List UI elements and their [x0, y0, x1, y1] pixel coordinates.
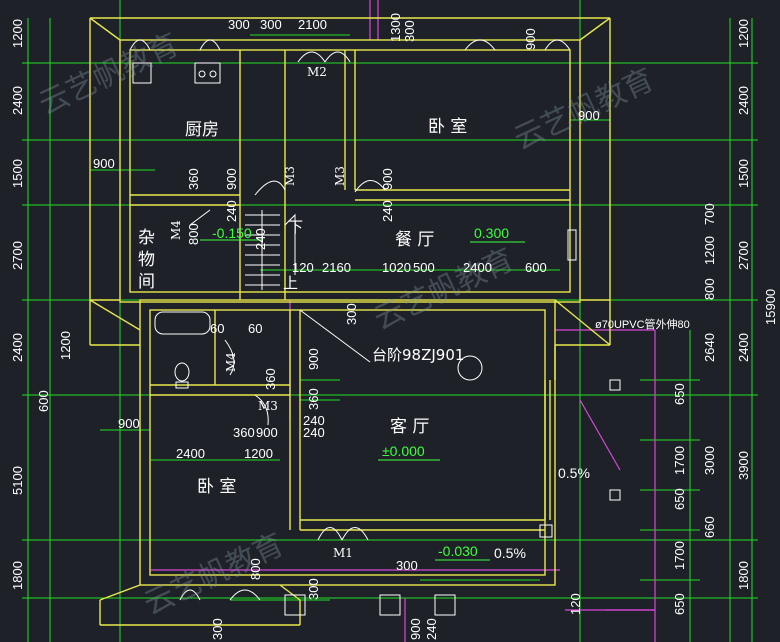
dim-right-1: 1200 [736, 19, 751, 48]
dim-right-inner-2: 1200 [702, 236, 717, 265]
dim-right-3: 1500 [736, 159, 751, 188]
door-m3-a: M3 [283, 166, 297, 186]
dim-360-b: 360 [263, 368, 278, 390]
stair-up-label: 上 [283, 274, 298, 292]
dim-900-l2: 900 [118, 416, 140, 431]
dim-right-4: 2700 [736, 241, 751, 270]
dim-left-7: 5100 [10, 466, 25, 495]
room-dining: 餐 厅 [395, 230, 434, 250]
dim-900-top: 900 [523, 28, 538, 50]
dim-240-b: 240 [380, 200, 395, 222]
level-living: ±0.000 [382, 443, 425, 459]
dim-1200-l: 1200 [58, 331, 73, 360]
slope-right: 0.5% [558, 465, 590, 481]
dim-right-inner-9: 660 [702, 516, 717, 538]
dim-240-f: 240 [424, 618, 439, 640]
dim-60-b: 60 [248, 321, 262, 336]
dim-240-d: 240 [303, 425, 325, 440]
dim-top-3: 2100 [298, 17, 327, 32]
dim-360-d: 360 [233, 425, 255, 440]
dim-1200-b: 1200 [244, 446, 273, 461]
dim-right-inner-6: 1700 [672, 446, 687, 475]
dim-500: 500 [413, 260, 435, 275]
dim-120: 120 [292, 260, 314, 275]
dim-360-a: 360 [186, 168, 201, 190]
room-storage-2: 物 [138, 250, 155, 270]
stair-down-label: 下 [288, 218, 303, 236]
dim-900-e: 900 [408, 618, 423, 640]
dim-top-1: 300 [228, 17, 250, 32]
dim-right-5: 2400 [736, 333, 751, 362]
doors-fixtures [129, 39, 621, 616]
room-bedroom-top: 卧 室 [428, 117, 467, 137]
dim-240-e: 240 [303, 413, 325, 428]
dim-right-inner-7: 3000 [702, 446, 717, 475]
door-m3-c: M3 [258, 399, 278, 413]
room-storage-3: 间 [138, 272, 155, 292]
dim-240-c: 240 [253, 228, 268, 250]
dim-900-a: 900 [224, 168, 239, 190]
dim-left-4: 2700 [10, 241, 25, 270]
dim-top-4: 1300 [388, 13, 403, 42]
door-m3-b: M3 [333, 166, 347, 186]
dim-120-b: 120 [568, 593, 583, 615]
dim-right-inner-4: 2640 [702, 333, 717, 362]
dim-top-2: 300 [260, 17, 282, 32]
dim-left-6: 600 [36, 390, 51, 412]
dim-left-3: 1500 [10, 159, 25, 188]
level-outside: -0.030 [438, 543, 478, 559]
dim-left-2: 2400 [10, 86, 25, 115]
door-m4-b: M4 [224, 352, 238, 372]
dim-right-inner-8: 650 [672, 488, 687, 510]
dim-900-d: 900 [256, 425, 278, 440]
dim-top-5: 300 [402, 20, 417, 42]
dim-900-c: 900 [306, 348, 321, 370]
room-living: 客 厅 [390, 417, 429, 437]
dim-360-c: 360 [306, 388, 321, 410]
dim-right-inner-3: 800 [702, 278, 717, 300]
dim-right-7: 1800 [736, 561, 751, 590]
dim-600-mid: 600 [525, 260, 547, 275]
dim-60-a: 60 [210, 321, 224, 336]
dim-900-left: 900 [93, 156, 115, 171]
door-m4-a: M4 [169, 220, 183, 240]
dim-300-c: 300 [306, 578, 321, 600]
dim-left-1: 1200 [10, 19, 25, 48]
room-kitchen: 厨房 [185, 120, 219, 140]
dim-300-b: 300 [396, 558, 418, 573]
dim-total: 15900 [763, 289, 778, 325]
dim-left-8: 1800 [10, 561, 25, 590]
annotation-steps: 台阶98ZJ901 [372, 346, 464, 364]
dim-right-inner-11: 650 [672, 593, 687, 615]
door-m1: M1 [333, 546, 353, 560]
axis-lines [150, 0, 656, 642]
level-storage: -0.150 [212, 225, 252, 241]
dim-800-b: 800 [248, 558, 263, 580]
dim-900-right: 900 [578, 108, 600, 123]
dim-2160: 2160 [322, 260, 351, 275]
dim-left-5: 2400 [10, 333, 25, 362]
dim-2400-b: 2400 [176, 446, 205, 461]
dim-right-6: 3900 [736, 451, 751, 480]
walls [89, 17, 611, 626]
dim-240-a: 240 [224, 200, 239, 222]
dim-900-b: 900 [380, 168, 395, 190]
dim-800: 800 [186, 223, 201, 245]
dim-2400-mid: 2400 [463, 260, 492, 275]
room-storage-1: 杂 [138, 228, 155, 248]
door-m2: M2 [307, 65, 327, 79]
dim-right-2: 2400 [736, 86, 751, 115]
dim-right-inner-5: 650 [672, 383, 687, 405]
level-dining: 0.300 [474, 225, 509, 241]
dim-300-mid: 300 [344, 303, 359, 325]
slope-bottom: 0.5% [494, 545, 526, 561]
dim-right-inner-1: 700 [702, 203, 717, 225]
room-bedroom-bottom: 卧 室 [197, 477, 236, 497]
dim-300-d: 300 [210, 618, 225, 640]
dim-1020: 1020 [382, 260, 411, 275]
staircase [245, 210, 296, 290]
dim-right-inner-10: 1700 [672, 541, 687, 570]
annotation-drain: ø70UPVC管外伸80 [595, 317, 690, 331]
